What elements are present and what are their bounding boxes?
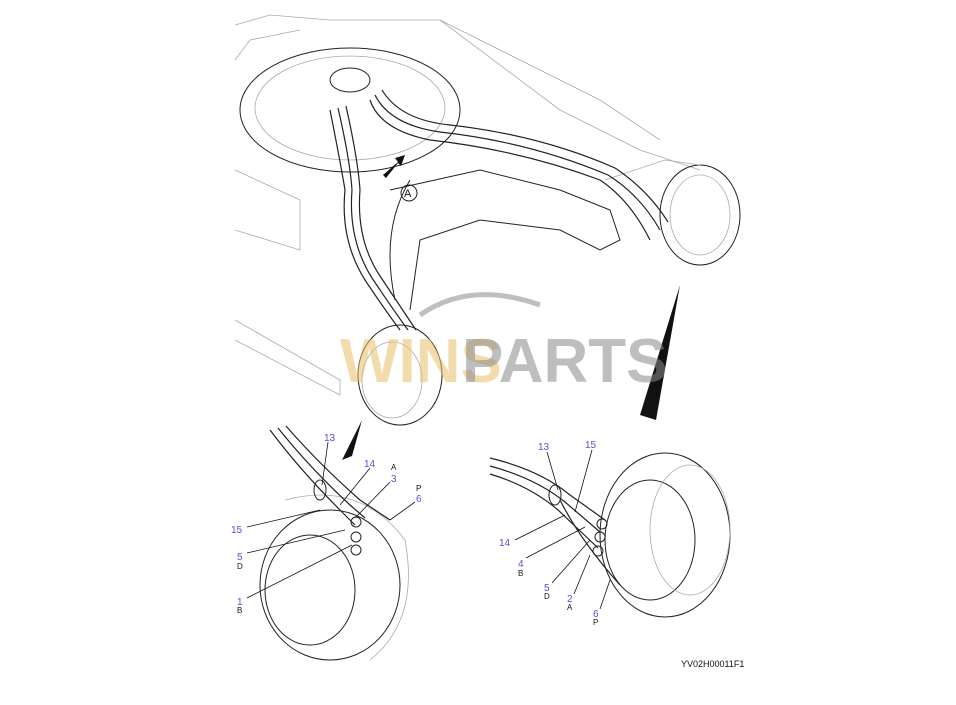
left-detail-drawing bbox=[246, 425, 416, 661]
part-label-5: 5 bbox=[544, 583, 550, 594]
part-label-13: 13 bbox=[324, 433, 336, 444]
svg-text:PARTS: PARTS bbox=[462, 327, 668, 396]
view-arrow-icon bbox=[383, 155, 405, 178]
part-label-4: 4 bbox=[518, 559, 524, 570]
right-detail-labels: 13 15 14 4 B 5 D 2 A 6 P bbox=[499, 440, 599, 627]
part-label-1: 1 bbox=[237, 597, 243, 608]
port-label-b: B bbox=[518, 569, 523, 578]
port-label-d: D bbox=[544, 592, 550, 601]
right-detail-drawing bbox=[489, 449, 731, 618]
part-label-14: 14 bbox=[364, 459, 376, 470]
view-callout-label: A bbox=[404, 188, 412, 200]
part-label-13: 13 bbox=[538, 442, 550, 453]
port-label-d: D bbox=[237, 562, 243, 571]
port-label-p: P bbox=[593, 618, 598, 627]
detail-pointer-left bbox=[342, 420, 362, 460]
part-label-14: 14 bbox=[499, 538, 511, 549]
part-label-5: 5 bbox=[237, 552, 243, 563]
port-label-a: A bbox=[391, 463, 397, 472]
part-label-6: 6 bbox=[416, 494, 422, 505]
port-label-b: B bbox=[237, 606, 242, 615]
part-label-6: 6 bbox=[593, 609, 599, 620]
detail-pointer-right bbox=[640, 285, 680, 420]
left-detail-labels: 13 14 A 3 P 6 15 5 D 1 B bbox=[231, 433, 422, 615]
drawing-code: YV02H00011F1 bbox=[681, 659, 744, 669]
port-label-a: A bbox=[567, 603, 573, 612]
port-label-p: P bbox=[416, 484, 421, 493]
view-callout-circle bbox=[400, 184, 418, 202]
svg-text:WINS: WINS bbox=[340, 327, 502, 396]
watermark-logo: WINS PARTS bbox=[340, 292, 668, 396]
part-label-3: 3 bbox=[391, 474, 397, 485]
part-label-2: 2 bbox=[567, 594, 573, 605]
main-assembly-drawing: A bbox=[234, 14, 741, 460]
part-label-15: 15 bbox=[231, 525, 243, 536]
part-label-15: 15 bbox=[585, 440, 597, 451]
